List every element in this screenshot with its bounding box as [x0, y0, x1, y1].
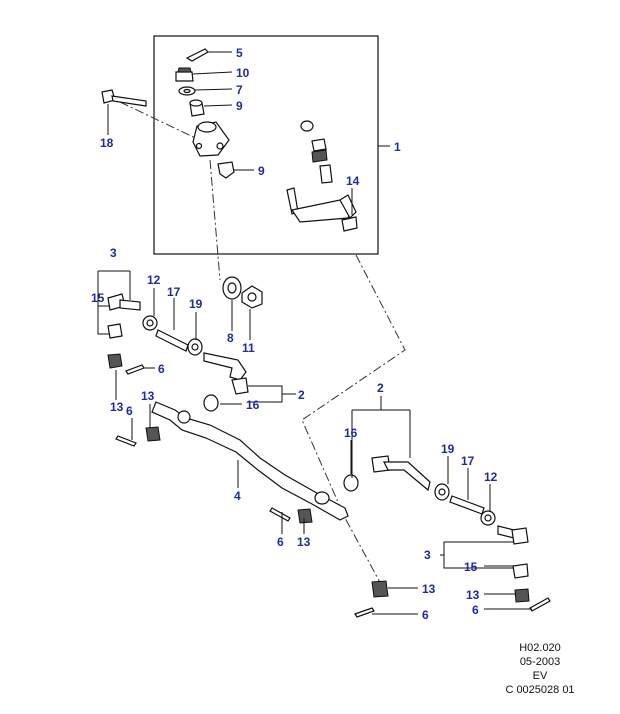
nut-part-11: [241, 285, 263, 309]
callout-15-left: 15: [91, 291, 105, 305]
washer-part-8: [222, 276, 242, 300]
bushing-part-9-upper: [189, 99, 205, 117]
clamp-part-19-left: [187, 338, 203, 356]
centerline-idler-stack: [209, 159, 221, 281]
callout-16-left: 16: [246, 398, 260, 412]
callout-6-left-2: 6: [126, 404, 133, 418]
boot-part-14: [341, 216, 358, 232]
cotter-pin-part-5: [185, 48, 209, 62]
callout-17-left: 17: [167, 285, 181, 299]
inner-tie-rod-right: [371, 455, 431, 492]
nut-part-13-left-upper: [107, 353, 123, 369]
callout-2-right: 2: [377, 381, 384, 395]
center-link-part-4: [151, 401, 349, 521]
nut-part-13-left-lower: [145, 426, 161, 442]
centerline-pitman-link: [301, 254, 406, 587]
nut-part-13-right: [514, 588, 530, 603]
footer-date: 05-2003: [519, 656, 561, 668]
callout-13-bottom: 13: [422, 582, 436, 596]
callout-6-center: 6: [277, 535, 284, 549]
callout-6-right: 6: [472, 603, 479, 617]
callout-5: 5: [236, 46, 243, 60]
callout-13-left-2: 13: [141, 389, 155, 403]
callout-12-left: 12: [147, 273, 161, 287]
callout-18: 18: [100, 136, 114, 150]
cotter-pin-part-6-left-lower: [115, 435, 137, 447]
tie-rod-end-right: [497, 525, 529, 579]
pitman-arm: [286, 187, 357, 223]
callout-19-left: 19: [189, 297, 203, 311]
washer-part-7: [178, 86, 196, 96]
cotter-pin-part-6-right: [529, 597, 551, 612]
footer-ref: C 0025028 01: [505, 684, 575, 696]
callout-3-right: 3: [424, 548, 431, 562]
callout-14: 14: [346, 174, 360, 188]
callout-10: 10: [236, 66, 250, 80]
clamp-part-12-left: [142, 315, 158, 331]
idler-bracket: [192, 121, 230, 157]
callout-7: 7: [236, 83, 243, 97]
callout-9-upper: 9: [236, 99, 243, 113]
callout-19-right: 19: [441, 442, 455, 456]
nut-part-13-bottom: [371, 580, 389, 598]
adjusting-sleeve-part-17-left: [155, 329, 189, 352]
bushing-part-9-lower: [217, 161, 235, 179]
callout-13-right: 13: [466, 588, 480, 602]
cotter-pin-part-6-center: [269, 507, 291, 522]
inner-tie-rod-left: [203, 352, 249, 395]
callout-9-lower: 9: [258, 164, 265, 178]
cotter-pin-part-6-bottom: [354, 607, 375, 618]
bolt-part-18: [101, 89, 147, 107]
callout-11: 11: [242, 341, 255, 355]
callout-1: 1: [394, 140, 401, 154]
callout-3-left: 3: [110, 246, 117, 260]
callout-8: 8: [227, 331, 234, 345]
callout-4: 4: [234, 489, 241, 503]
callout-6-bottom: 6: [422, 608, 429, 622]
callout-15-right: 15: [464, 560, 478, 574]
callout-13-left: 13: [110, 400, 124, 414]
clamp-part-12-right: [480, 510, 496, 526]
bushing-part-16-right: [343, 474, 359, 492]
callouts: 5 10 7 9 9 1 14 18 3 15 12 17 19 8 11 6 …: [91, 46, 498, 622]
nut-part-13-center: [297, 508, 313, 524]
clamp-part-19-right: [434, 483, 450, 501]
bushing-part-16-left: [203, 394, 219, 412]
footer-region: EV: [532, 670, 548, 682]
tie-rod-end-left: [107, 293, 141, 339]
callout-17-right: 17: [461, 454, 475, 468]
cotter-pin-part-6-left: [125, 364, 145, 375]
callout-12-right: 12: [484, 470, 498, 484]
callout-2-left: 2: [298, 388, 305, 402]
leader-lines: [97, 51, 532, 615]
callout-13-center: 13: [297, 535, 311, 549]
callout-6-left: 6: [158, 362, 165, 376]
adjusting-sleeve-part-17-right: [449, 495, 485, 515]
footer-code: H02.020: [519, 642, 561, 654]
callout-16-right: 16: [344, 426, 358, 440]
assembly-inset-frame: [153, 35, 379, 255]
pitman-stack-parts: [300, 120, 333, 184]
castle-nut-part-10: [175, 67, 194, 82]
